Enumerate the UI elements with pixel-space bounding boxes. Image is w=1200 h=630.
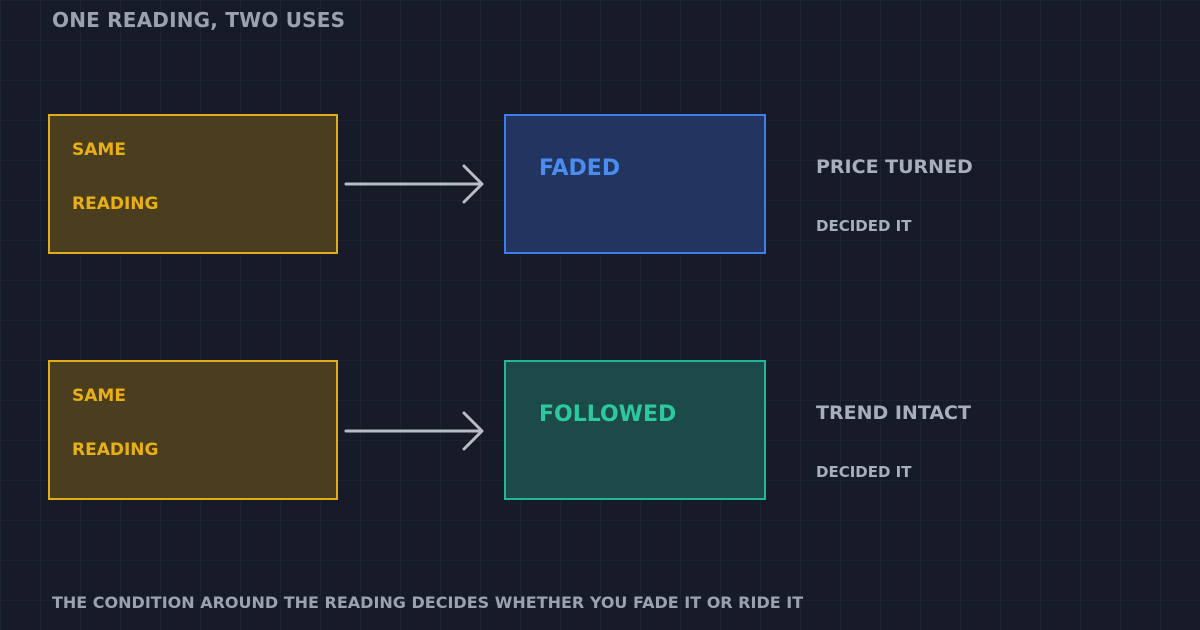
result-label-followed: FOLLOWED	[539, 402, 677, 427]
input-box-reading-1: SAME READING	[48, 114, 338, 254]
note-subtitle-decided-it: DECIDED IT	[816, 217, 912, 235]
note-subtitle-decided-it: DECIDED IT	[816, 463, 912, 481]
arrow-right-icon	[344, 164, 484, 204]
note-title-trend-intact: TREND INTACT	[816, 402, 971, 424]
input-label-line-1: SAME	[72, 140, 126, 160]
input-label-line-2: READING	[72, 194, 159, 214]
result-box-faded: FADED	[504, 114, 766, 254]
input-box-reading-2: SAME READING	[48, 360, 338, 500]
result-box-followed: FOLLOWED	[504, 360, 766, 500]
footer-caption: THE CONDITION AROUND THE READING DECIDES…	[52, 593, 804, 612]
input-label-line-2: READING	[72, 440, 159, 460]
arrow-right-icon	[344, 411, 484, 451]
result-label-faded: FADED	[539, 156, 621, 181]
input-label-line-1: SAME	[72, 386, 126, 406]
diagram-title: ONE READING, TWO USES	[52, 8, 346, 32]
note-title-price-turned: PRICE TURNED	[816, 156, 973, 178]
